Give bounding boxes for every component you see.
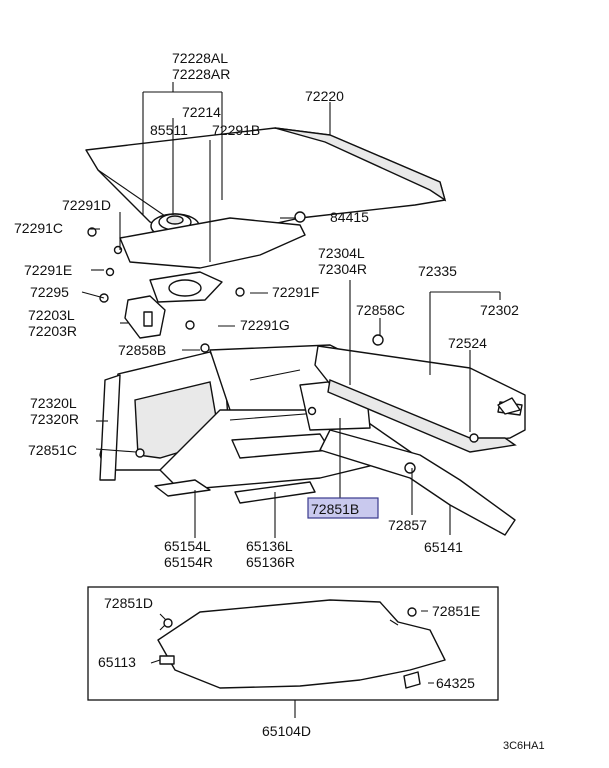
clip-icon bbox=[200, 343, 210, 353]
screw-icon bbox=[135, 448, 145, 458]
label-72320R[interactable]: 72320R bbox=[30, 411, 79, 427]
leader-lines bbox=[81, 82, 501, 538]
label-72302[interactable]: 72302 bbox=[480, 302, 519, 318]
label-72214[interactable]: 72214 bbox=[182, 104, 221, 120]
label-72858C[interactable]: 72858C bbox=[356, 302, 405, 318]
label-72291E[interactable]: 72291E bbox=[24, 262, 72, 278]
clip-icon bbox=[163, 618, 173, 628]
label-65136L[interactable]: 65136L bbox=[246, 538, 293, 554]
label-72304R[interactable]: 72304R bbox=[318, 261, 367, 277]
label-72857[interactable]: 72857 bbox=[388, 517, 427, 533]
speaker-bracket[interactable] bbox=[119, 217, 306, 303]
highlight-72851B bbox=[307, 497, 379, 519]
clip-icon bbox=[497, 397, 521, 415]
label-72295[interactable]: 72295 bbox=[30, 284, 69, 300]
label-72203R[interactable]: 72203R bbox=[28, 323, 77, 339]
screw-icon bbox=[235, 287, 245, 297]
diagram-code: 3C6HA1 bbox=[503, 740, 545, 752]
label-72228AR[interactable]: 72228AR bbox=[172, 66, 230, 82]
label-65104D[interactable]: 65104D bbox=[262, 723, 311, 739]
bracket-72203[interactable] bbox=[124, 295, 166, 339]
grommet-icon bbox=[294, 211, 306, 223]
label-72291G[interactable]: 72291G bbox=[240, 317, 290, 333]
clip-icon bbox=[407, 607, 417, 617]
label-72851D[interactable]: 72851D bbox=[104, 595, 153, 611]
label-72851B[interactable]: 72851B bbox=[311, 501, 359, 517]
label-65154R[interactable]: 65154R bbox=[164, 554, 213, 570]
label-84415[interactable]: 84415 bbox=[330, 209, 369, 225]
label-72304L[interactable]: 72304L bbox=[318, 245, 365, 261]
label-72291F[interactable]: 72291F bbox=[272, 284, 319, 300]
label-72220[interactable]: 72220 bbox=[305, 88, 344, 104]
side-bracket-65154[interactable] bbox=[154, 479, 211, 497]
label-72524[interactable]: 72524 bbox=[448, 335, 487, 351]
label-65154L[interactable]: 65154L bbox=[164, 538, 211, 554]
label-72228AL[interactable]: 72228AL bbox=[172, 50, 228, 66]
label-72858B[interactable]: 72858B bbox=[118, 342, 166, 358]
label-72291C[interactable]: 72291C bbox=[14, 220, 63, 236]
label-65141[interactable]: 65141 bbox=[424, 539, 463, 555]
label-72291D[interactable]: 72291D bbox=[62, 197, 111, 213]
clip-icon bbox=[307, 406, 317, 416]
label-72851C[interactable]: 72851C bbox=[28, 442, 77, 458]
screw-icon bbox=[185, 320, 195, 330]
label-72851E[interactable]: 72851E bbox=[432, 603, 480, 619]
label-72203L[interactable]: 72203L bbox=[28, 307, 75, 323]
trunk-mat-65104D[interactable] bbox=[150, 599, 446, 689]
screw-icon bbox=[87, 227, 97, 237]
label-72320L[interactable]: 72320L bbox=[30, 395, 77, 411]
trunk-mat-box bbox=[87, 586, 499, 718]
fastener-icons bbox=[87, 211, 521, 458]
hook-icon bbox=[403, 671, 421, 689]
label-64325[interactable]: 64325 bbox=[436, 675, 475, 691]
hook-icon bbox=[159, 655, 175, 665]
label-72291B[interactable]: 72291B bbox=[212, 122, 260, 138]
screw-icon bbox=[105, 267, 115, 277]
label-72335[interactable]: 72335 bbox=[418, 263, 457, 279]
label-65136R[interactable]: 65136R bbox=[246, 554, 295, 570]
clip-icon bbox=[372, 334, 384, 346]
label-65113[interactable]: 65113 bbox=[98, 654, 136, 670]
part-labels: 72228AL 72228AR 72220 72214 85511 72291B… bbox=[14, 50, 545, 752]
label-85511[interactable]: 85511 bbox=[150, 122, 188, 138]
clip-icon bbox=[469, 433, 479, 443]
